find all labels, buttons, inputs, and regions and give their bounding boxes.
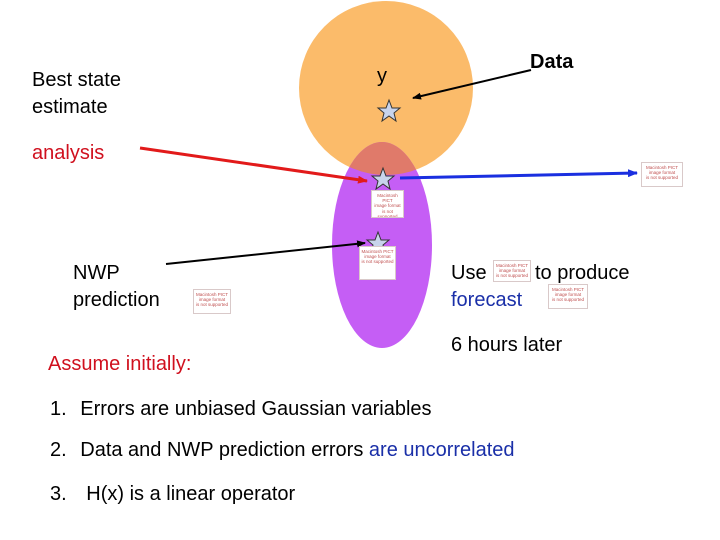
assumption-item: 1. Errors are unbiased Gaussian variable…	[50, 397, 432, 421]
assumption-number: 2.	[50, 439, 67, 461]
assumption-number: 1.	[50, 398, 67, 420]
analysis-arrow	[139, 146, 368, 184]
to-produce-label: to produce	[535, 262, 630, 284]
assumption-item: 2. Data and NWP prediction errors are un…	[50, 438, 515, 462]
assumption-text-highlight: are uncorrelated	[368, 439, 515, 461]
assumption-number: 3.	[50, 483, 67, 505]
y-label: y	[377, 65, 387, 87]
assumption-text: Data and NWP prediction errors	[80, 439, 369, 461]
best-state-label-line2: estimate	[32, 96, 108, 118]
six-hours-label: 6 hours later	[451, 334, 563, 356]
data-circle	[299, 1, 473, 175]
best-state-label-line1: Best state	[32, 69, 121, 91]
star-icon	[370, 166, 396, 191]
forecast-label: forecast	[451, 289, 523, 311]
forecast-arrow	[399, 169, 638, 180]
data-pointer-arrow	[412, 69, 532, 100]
analysis-label: analysis	[32, 142, 105, 164]
nwp-pointer-arrow	[165, 240, 366, 265]
assumption-item: 3. H(x) is a linear operator	[50, 482, 295, 506]
star-icon	[376, 98, 402, 123]
nwp-label-line2: prediction	[73, 289, 160, 311]
data-label: Data	[530, 51, 574, 73]
use-label: Use	[451, 262, 487, 284]
assumption-text: Errors are unbiased Gaussian variables	[80, 398, 432, 420]
assumption-text: H(x) is a linear operator	[86, 483, 296, 505]
assume-heading: Assume initially:	[48, 353, 192, 375]
nwp-label-line1: NWP	[73, 262, 120, 284]
